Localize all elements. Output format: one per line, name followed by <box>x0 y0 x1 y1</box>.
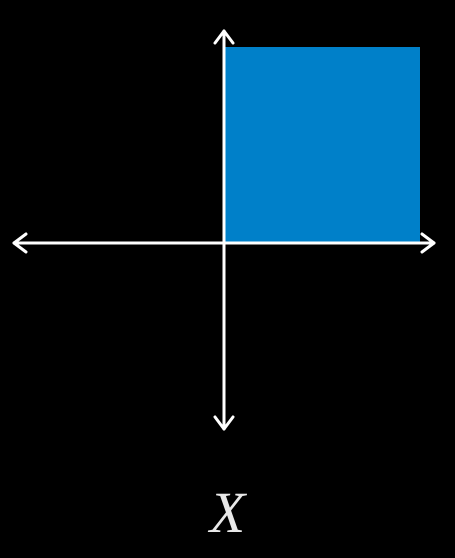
first-quadrant-region <box>224 47 420 243</box>
down-arrowhead-icon <box>213 415 235 431</box>
up-arrowhead-icon <box>213 29 235 45</box>
left-arrowhead-icon <box>12 232 28 254</box>
vertical-axis <box>213 29 235 431</box>
variable-label: X <box>209 480 246 545</box>
right-arrowhead-icon <box>420 232 436 254</box>
